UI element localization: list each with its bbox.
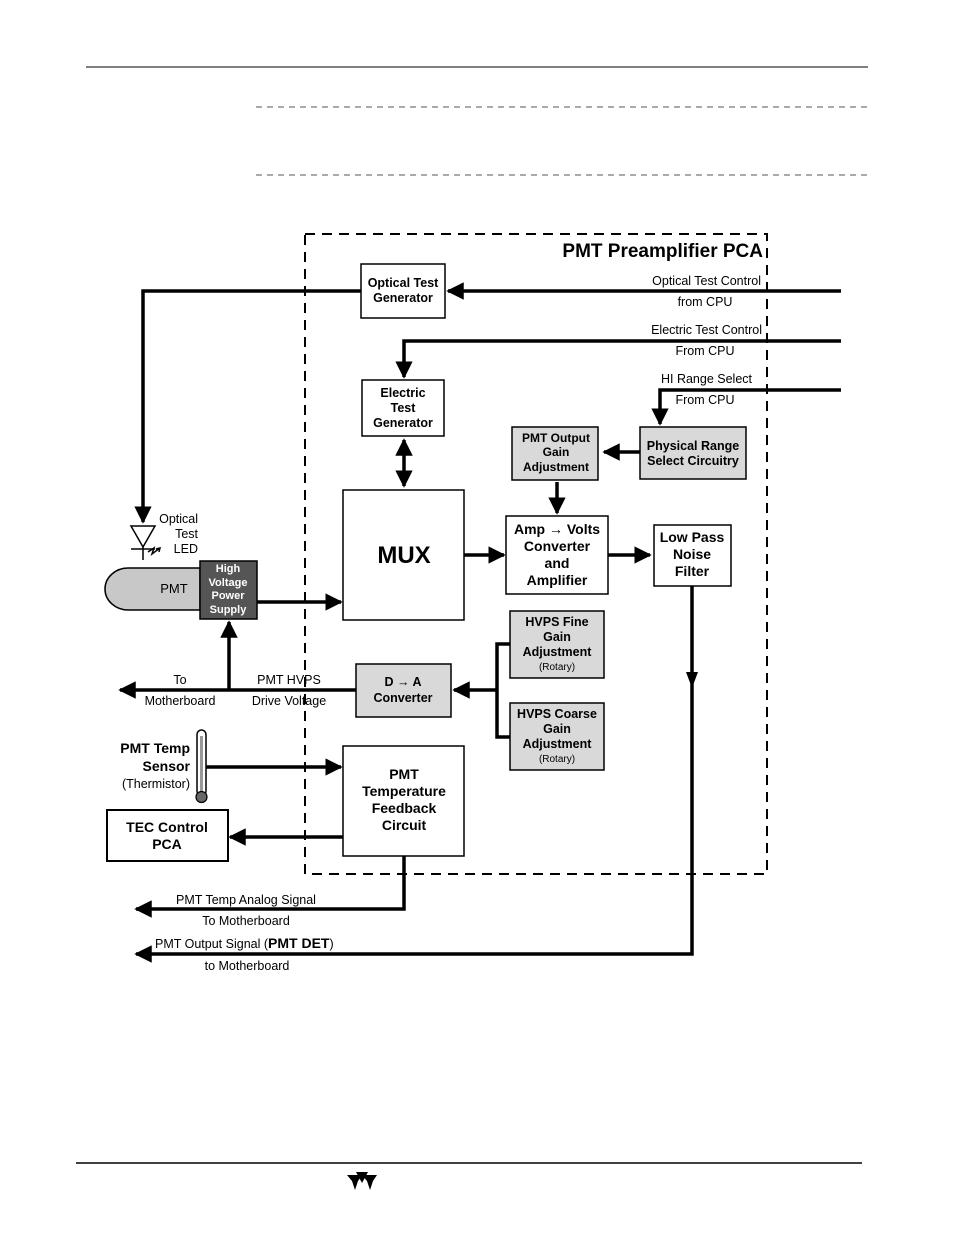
pmt-temperature-feedback: PMT Temperature Feedback Circuit (342, 745, 465, 857)
svg-text:PMT: PMT (160, 581, 188, 596)
optical-test-generator: Optical Test Generator (360, 263, 446, 319)
tec-control-pca: TEC Control PCA (106, 809, 229, 862)
svg-text:PMT Output: PMT Output (522, 431, 590, 445)
svg-text:HVPS Fine: HVPS Fine (525, 615, 588, 629)
svg-text:Generator: Generator (373, 291, 433, 305)
optical-test-led-label-3: LED (174, 542, 198, 556)
teledyne-logo (347, 1172, 377, 1190)
optical-test-control-label: Optical Test Control (652, 274, 761, 288)
pca-boundary (304, 233, 768, 875)
svg-text:Select Circuitry: Select Circuitry (647, 454, 739, 468)
svg-text:Adjustment: Adjustment (523, 460, 589, 474)
pmt-output-gain-adjustment: PMT Output Gain Adjustment (511, 426, 599, 481)
to-motherboard-sublabel: Motherboard (145, 694, 216, 708)
svg-text:Filter: Filter (675, 563, 710, 579)
thermistor-icon (195, 729, 208, 804)
temp-analog-signal-sublabel: To Motherboard (202, 914, 290, 928)
svg-text:D → A: D → A (384, 675, 421, 689)
svg-text:TEC Control: TEC Control (126, 819, 208, 835)
svg-text:Supply: Supply (210, 604, 248, 616)
svg-text:Gain: Gain (543, 445, 570, 459)
svg-text:Optical Test: Optical Test (368, 276, 439, 290)
svg-text:Test: Test (391, 401, 417, 415)
svg-text:Gain: Gain (543, 722, 571, 736)
optical-test-led-label: Optical (159, 512, 198, 526)
svg-text:Low Pass: Low Pass (660, 529, 725, 545)
pmt-tube: PMT (104, 567, 201, 611)
pmt-temp-sensor-label: PMT Temp (120, 740, 190, 756)
svg-text:Power: Power (211, 590, 245, 602)
svg-text:Temperature: Temperature (362, 783, 446, 799)
svg-text:Adjustment: Adjustment (523, 645, 593, 659)
hvps-coarse-gain-adjustment: HVPS Coarse Gain Adjustment (Rotary) (509, 702, 605, 771)
amp-volts-converter: Amp → Volts Converter and Amplifier (505, 515, 609, 595)
svg-text:Converter: Converter (373, 691, 432, 705)
svg-text:Physical Range: Physical Range (647, 439, 739, 453)
pmt-output-signal-label: PMT Output Signal (PMT DET) (155, 935, 334, 951)
high-voltage-power-supply: High Voltage Power Supply (199, 560, 258, 620)
thermistor-label: (Thermistor) (122, 777, 190, 791)
hi-range-select-sublabel: From CPU (675, 393, 734, 407)
electric-test-control-sublabel: From CPU (675, 344, 734, 358)
svg-text:Adjustment: Adjustment (523, 737, 593, 751)
low-pass-noise-filter: Low Pass Noise Filter (653, 524, 732, 587)
svg-text:HVPS Coarse: HVPS Coarse (517, 707, 597, 721)
d-a-converter: D → A Converter (355, 663, 452, 718)
svg-text:Generator: Generator (373, 416, 433, 430)
pmt-hvps-label: PMT HVPS (257, 673, 321, 687)
hi-range-select-label: HI Range Select (661, 372, 753, 386)
svg-text:Converter: Converter (524, 538, 591, 554)
physical-range-select: Physical Range Select Circuitry (639, 426, 747, 480)
svg-text:Noise: Noise (673, 546, 711, 562)
svg-text:PCA: PCA (152, 836, 182, 852)
svg-text:Circuit: Circuit (382, 817, 427, 833)
svg-text:Amplifier: Amplifier (527, 572, 588, 588)
pmt-output-signal-sublabel: to Motherboard (205, 959, 290, 973)
svg-text:MUX: MUX (377, 542, 430, 569)
to-motherboard-label: To (173, 673, 186, 687)
svg-text:Electric: Electric (380, 386, 425, 400)
svg-text:(Rotary): (Rotary) (539, 662, 575, 673)
svg-text:Amp → Volts: Amp → Volts (514, 521, 600, 537)
svg-text:Feedback: Feedback (372, 800, 437, 816)
svg-text:(Rotary): (Rotary) (539, 754, 575, 765)
pmt-hvps-sublabel: Drive Voltage (252, 694, 326, 708)
pca-title: PMT Preamplifier PCA (562, 241, 763, 262)
electric-test-generator: Electric Test Generator (361, 379, 445, 437)
hvps-fine-gain-adjustment: HVPS Fine Gain Adjustment (Rotary) (509, 610, 605, 679)
mux-block: MUX (342, 489, 465, 621)
svg-text:Gain: Gain (543, 630, 571, 644)
svg-text:High: High (216, 563, 241, 575)
optical-test-led-label-2: Test (175, 527, 198, 541)
led-icon (129, 525, 162, 560)
optical-test-control-sublabel: from CPU (678, 295, 733, 309)
temp-analog-signal-label: PMT Temp Analog Signal (176, 893, 316, 907)
svg-text:and: and (545, 555, 570, 571)
pmt-temp-sensor-label-2: Sensor (143, 758, 191, 774)
svg-text:Voltage: Voltage (209, 577, 248, 589)
electric-test-control-label: Electric Test Control (651, 323, 762, 337)
svg-text:PMT: PMT (389, 766, 419, 782)
